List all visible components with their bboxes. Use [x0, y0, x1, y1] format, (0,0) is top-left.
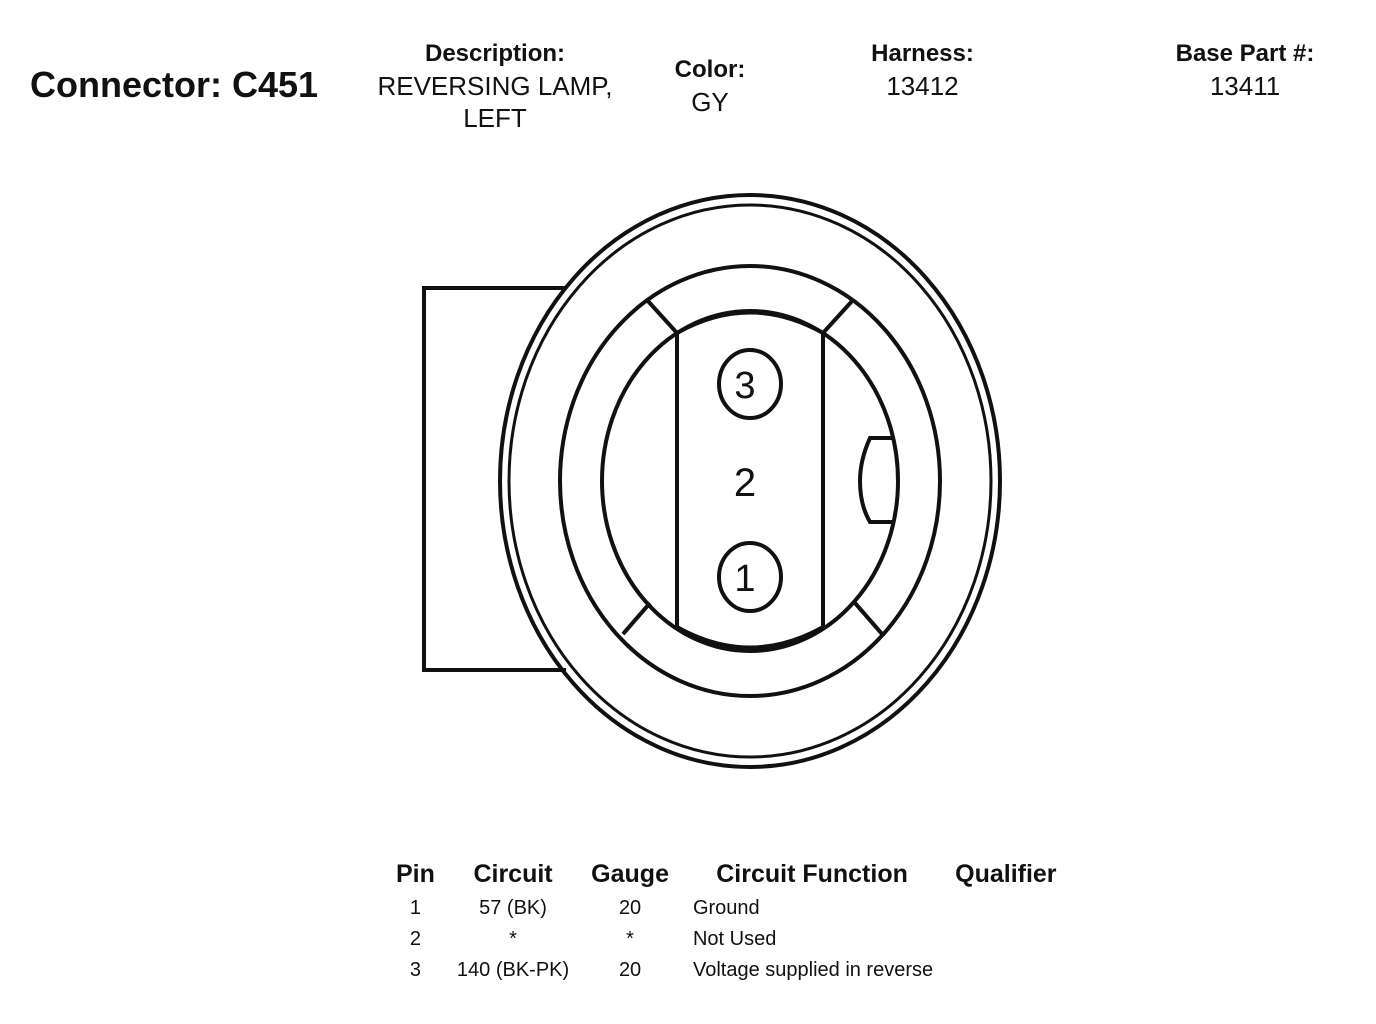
function-cell: Not Used	[692, 928, 777, 950]
table-row: 2 * * Not Used	[382, 924, 1071, 955]
description-label: Description:	[424, 40, 565, 67]
base-part-value: 13411	[1209, 71, 1281, 101]
pinout-header-row: Pin Circuit Gauge Circuit Function Quali…	[382, 856, 1071, 893]
base-part-label: Base Part #:	[1175, 40, 1315, 67]
function-cell: Ground	[692, 897, 760, 919]
circuit-cell: 140 (BK-PK)	[456, 959, 570, 981]
description-line-2: LEFT	[463, 103, 527, 133]
column-header-circuit-function: Circuit Function	[716, 860, 908, 888]
harness-block: Harness: 13412	[820, 38, 1025, 102]
color-label: Color:	[674, 56, 746, 83]
qualifier-cell	[941, 955, 1070, 986]
gauge-cell: 20	[618, 897, 642, 919]
pin-1-label: 1	[734, 558, 755, 600]
connector-seal-ring	[558, 264, 942, 698]
connector-latch-body	[422, 286, 566, 672]
spoke-top-left	[645, 298, 679, 335]
connector-title: Connector: C451	[30, 64, 319, 105]
connector-outer-shell	[498, 193, 1002, 769]
pin-3-circle	[717, 348, 783, 420]
description-line-1: REVERSING LAMP,	[377, 71, 613, 101]
table-row: 1 57 (BK) 20 Ground	[382, 893, 1071, 924]
column-header-pin: Pin	[396, 860, 435, 888]
harness-value: 13412	[886, 71, 959, 101]
pin-3-label: 3	[734, 365, 755, 407]
spoke-bottom-left	[621, 601, 652, 636]
pin-cell: 2	[409, 928, 422, 950]
pin-cell: 3	[409, 959, 422, 981]
color-block: Color: GY	[640, 54, 780, 118]
column-header-qualifier: Qualifier	[955, 860, 1057, 888]
gauge-cell: *	[626, 928, 634, 950]
column-header-circuit: Circuit	[473, 860, 553, 888]
keyway-bottom-arc	[676, 625, 824, 650]
connector-outer-shell-inner-edge	[507, 203, 993, 759]
base-part-block: Base Part #: 13411	[1130, 38, 1360, 102]
qualifier-cell	[941, 924, 1070, 955]
function-cell: Voltage supplied in reverse	[692, 959, 934, 981]
harness-label: Harness:	[871, 40, 974, 67]
pin-2-label: 2	[734, 461, 756, 505]
keyway-top-arc	[676, 310, 824, 335]
gauge-cell: 20	[618, 959, 642, 981]
pin-cell: 1	[409, 897, 422, 919]
circuit-cell: *	[509, 928, 517, 950]
column-header-gauge: Gauge	[591, 860, 669, 888]
spoke-top-right	[821, 298, 855, 335]
polarizing-key	[857, 436, 893, 524]
spoke-bottom-right	[853, 601, 884, 636]
description-block: Description: REVERSING LAMP, LEFT	[350, 38, 640, 134]
color-value: GY	[691, 87, 729, 117]
pin-1-circle	[717, 541, 783, 613]
connector-face-diagram: 3 2 1	[422, 193, 1002, 769]
qualifier-cell	[941, 893, 1070, 924]
circuit-cell: 57 (BK)	[479, 897, 547, 919]
pinout-table: Pin Circuit Gauge Circuit Function Quali…	[382, 856, 1071, 986]
table-row: 3 140 (BK-PK) 20 Voltage supplied in rev…	[382, 955, 1071, 986]
